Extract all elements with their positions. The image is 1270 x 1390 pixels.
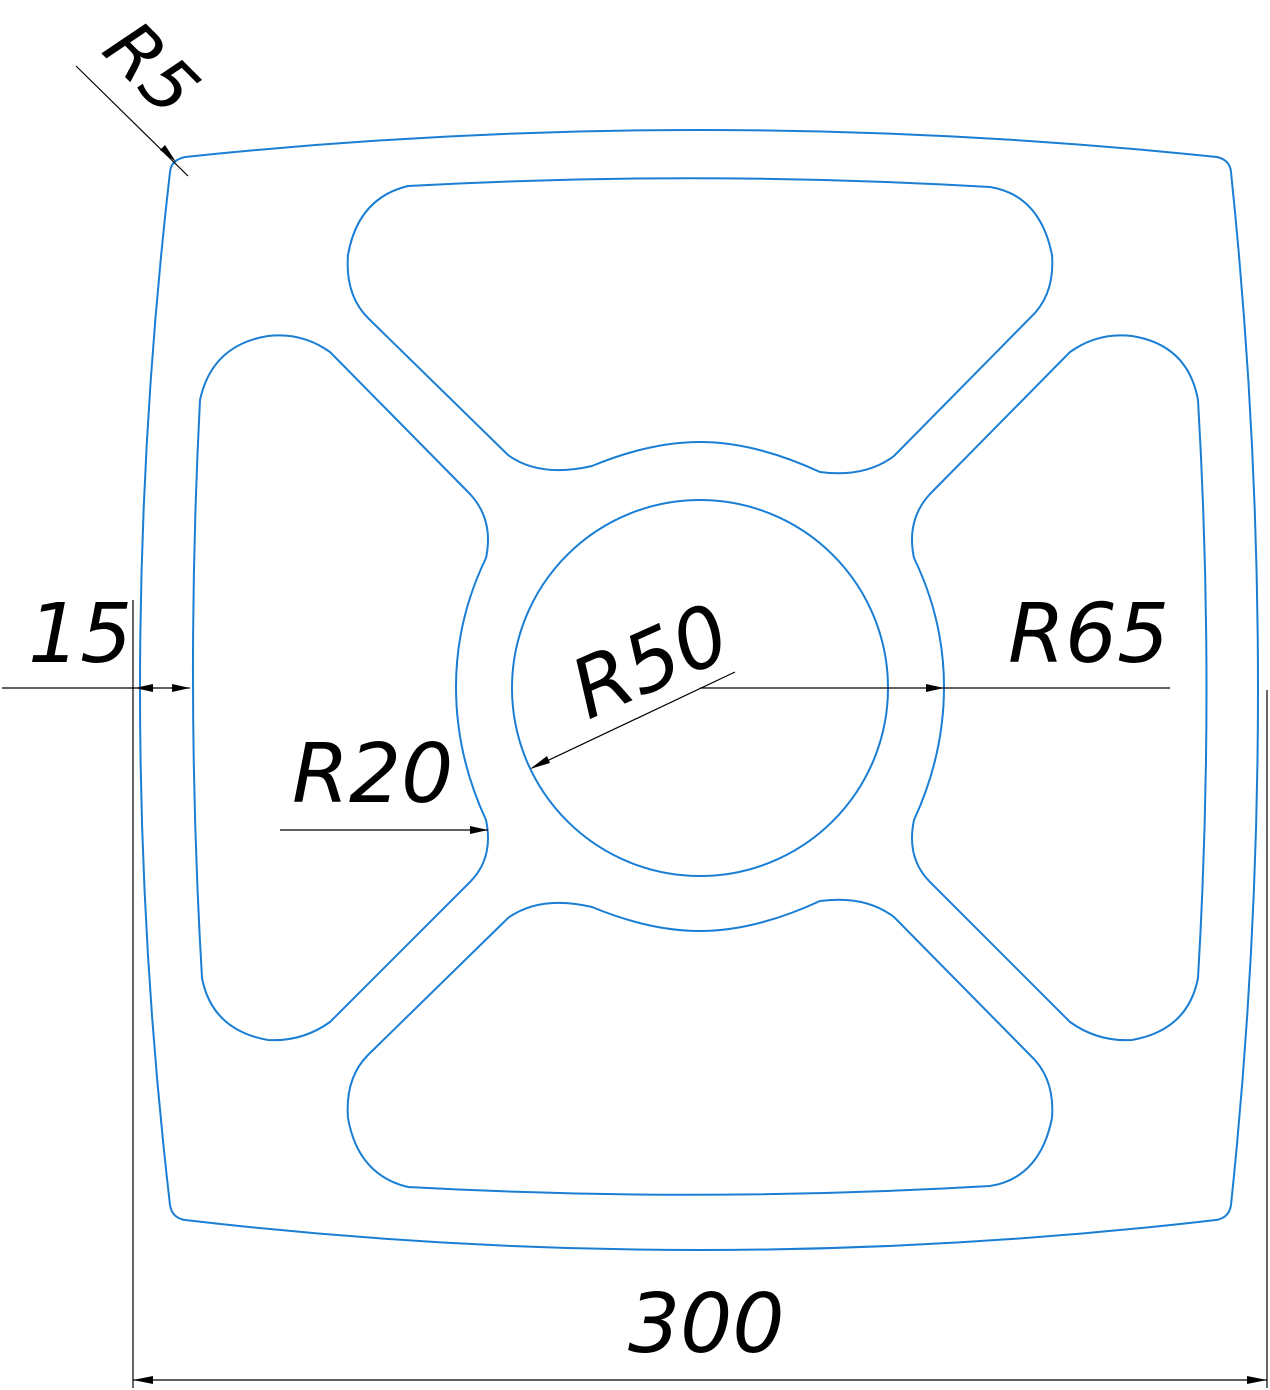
d300-arrow-right — [1247, 1376, 1267, 1384]
r65-arrow — [926, 684, 944, 692]
r50-arrow — [530, 756, 550, 769]
label-r50: R50 — [557, 586, 743, 738]
label-r65: R65 — [1008, 587, 1169, 682]
bottom-window — [346, 898, 1054, 1196]
right-window — [911, 334, 1208, 1042]
top-window — [346, 177, 1054, 475]
r5-leader — [75, 65, 189, 177]
label-r5: R5 — [88, 5, 215, 132]
d15-arrow-right — [172, 684, 190, 692]
outer-contour — [139, 129, 1259, 1251]
r20-arrow — [470, 826, 488, 834]
label-15: 15 — [28, 587, 132, 682]
d15-arrow-left — [135, 684, 153, 692]
label-r20: R20 — [292, 727, 453, 822]
left-window — [191, 334, 489, 1042]
d300-arrow-left — [133, 1376, 153, 1384]
dimension-lines — [2, 65, 1268, 1388]
label-300: 300 — [628, 1277, 785, 1372]
r5-arrow — [160, 145, 176, 162]
